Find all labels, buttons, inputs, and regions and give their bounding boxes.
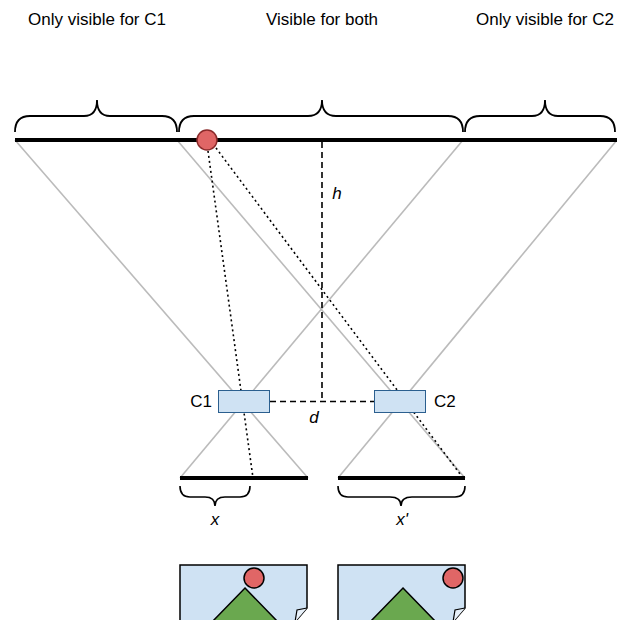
camera-box: C1 xyxy=(218,390,270,413)
dimension-label: d xyxy=(307,408,320,427)
scene-point xyxy=(197,130,217,150)
view-lines xyxy=(15,140,617,478)
region-label: Only visible for C1 xyxy=(27,8,167,32)
camera-image xyxy=(338,565,465,620)
dimension-label: x xyxy=(205,508,225,532)
baseline-connector xyxy=(270,401,374,402)
camera-image xyxy=(180,565,307,620)
scene-line xyxy=(15,138,617,142)
camera-label: C2 xyxy=(434,392,456,412)
region-label: Visible for both xyxy=(252,8,392,32)
camera-box: C2 xyxy=(374,390,426,413)
image-sensor xyxy=(338,476,465,480)
sensor-braces xyxy=(180,486,465,506)
camera-label: C1 xyxy=(190,392,212,412)
height-line xyxy=(321,142,323,401)
region-label: Only visible for C2 xyxy=(475,8,615,32)
dimension-label: h xyxy=(327,182,347,206)
dimension-label: x' xyxy=(390,508,414,532)
projection-rays xyxy=(208,148,463,478)
edge-label: d xyxy=(299,406,329,430)
image-sensor xyxy=(180,476,308,480)
region-braces xyxy=(15,100,615,132)
